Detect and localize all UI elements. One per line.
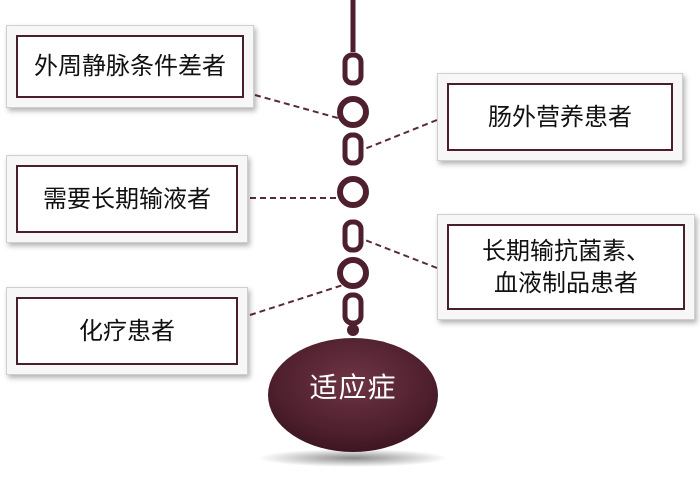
connector-line-4 <box>361 119 438 151</box>
center-ball <box>268 338 438 452</box>
indication-box-4: 肠外营养患者 <box>437 73 683 161</box>
indication-text-3: 化疗患者 <box>16 297 238 365</box>
indication-box-5: 长期输抗菌素、 血液制品患者 <box>437 214 695 320</box>
indication-box-3: 化疗患者 <box>6 287 248 375</box>
chain-link <box>342 132 364 166</box>
indication-box-1: 外周静脉条件差者 <box>6 25 254 108</box>
chain <box>337 0 369 326</box>
ball-shadow <box>258 449 448 467</box>
indication-text-2: 需要长期输液者 <box>16 165 238 233</box>
indication-text-1: 外周静脉条件差者 <box>16 35 244 98</box>
connector-line-5 <box>364 239 438 269</box>
chain-end <box>347 324 359 336</box>
chain-link <box>342 292 364 326</box>
indication-box-2: 需要长期输液者 <box>6 155 248 243</box>
center-label: 适应症 <box>309 371 397 404</box>
connector-line-3 <box>249 284 344 316</box>
chain-link <box>342 219 364 253</box>
chain-ring <box>337 96 369 128</box>
indication-text-5: 长期输抗菌素、 血液制品患者 <box>447 224 685 310</box>
chain-link <box>342 52 364 86</box>
chain-ring <box>337 176 369 208</box>
connector-line-1 <box>254 94 346 121</box>
indication-text-4: 肠外营养患者 <box>447 83 673 151</box>
chain-ring <box>337 257 369 289</box>
